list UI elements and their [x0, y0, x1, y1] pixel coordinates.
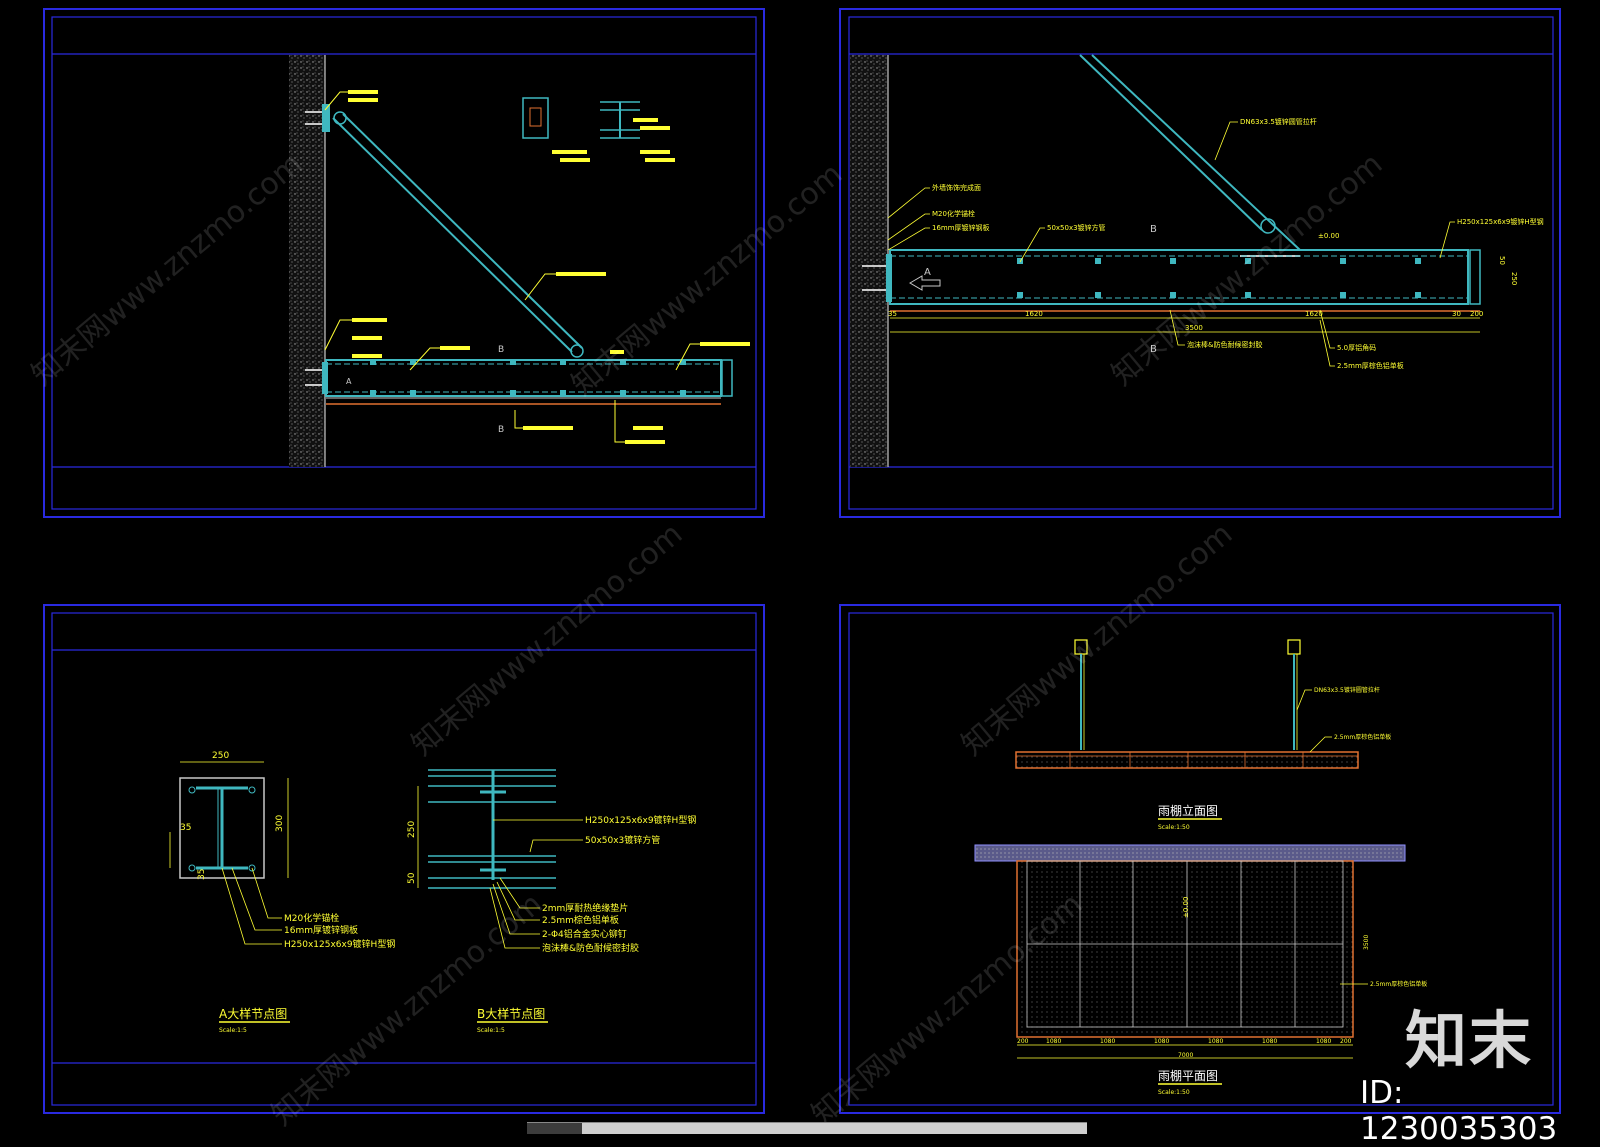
label-steel-plate: 16mm厚镀锌钢板: [932, 223, 990, 232]
frame-panel-d-outer: [839, 604, 1561, 1114]
plan-dim-7: 1080: [1316, 1038, 1331, 1045]
panel-b-section: 1620 1620 3500 30 200 50 250 35 A B B ±0…: [850, 54, 1544, 467]
detail-a-dim-35-side: 35: [180, 823, 191, 833]
dim-250: 250: [1510, 272, 1518, 285]
dim-3500: 3500: [1185, 324, 1203, 332]
label-wall-finish: 外墙饰饰完成面: [932, 183, 981, 192]
brand-logo: 知末: [1405, 1004, 1534, 1077]
panel-c-details: 250 300 35 35 M20化学锚栓 16mm厚镀锌钢板 H250x125…: [169, 751, 696, 1034]
panel-b-level-mark: ±0.00: [1318, 232, 1339, 240]
dim-200: 200: [1470, 310, 1483, 318]
plan-dim-3: 1080: [1100, 1038, 1115, 1045]
dim-50: 50: [1498, 256, 1506, 265]
panel-b-section-mark-top: B: [1150, 224, 1157, 235]
bottom-scrollbar[interactable]: [527, 1122, 1087, 1134]
plan-level-mark: ±0.00: [1182, 897, 1190, 918]
plan-label-panel: 2.5mm厚棕色铝单板: [1370, 980, 1427, 988]
panel-a-section: B B A: [289, 55, 750, 467]
canopy-plan: ±0.00 200 1080 1080 1080 1080 1080 1080 …: [974, 844, 1427, 1096]
panel-d-canopy: DN63x3.5镀锌圆管拉杆 2.5mm厚棕色铝单板 雨棚立面图 Scale:1…: [974, 639, 1427, 1096]
canopy-elevation: DN63x3.5镀锌圆管拉杆 2.5mm厚棕色铝单板 雨棚立面图 Scale:1…: [1015, 639, 1391, 831]
detail-a-dim-250: 250: [212, 751, 229, 761]
plan-dim-8: 200: [1340, 1038, 1352, 1045]
frame-panel-a-outer: [43, 8, 765, 518]
frame-panel-c-inner: [51, 612, 757, 1106]
detail-a-dim-300: 300: [275, 815, 285, 832]
detail-b-title: B大样节点图: [477, 1006, 545, 1021]
plan-title: 雨棚平面图: [1158, 1068, 1218, 1083]
plan-dim-depth: 3500: [1363, 935, 1370, 950]
label-sealant: 泡沫棒&防色耐候密封胶: [1187, 340, 1262, 349]
frame-panel-a-inner: [51, 16, 757, 510]
frame-panel-d-inner: [848, 612, 1554, 1106]
label-h-beam: H250x125x6x9镀锌H型钢: [1457, 217, 1544, 226]
detail-b-dim-50: 50: [407, 872, 417, 884]
panel-a-section-mark-bottom: B: [498, 425, 504, 435]
detail-b: 250 50 H250x125x6x9镀锌H型钢 50x50x3镀锌方管 2mm…: [407, 769, 696, 1034]
detail-b-label-rivet: 2-Φ4铝合金实心铆钉: [542, 928, 627, 940]
dim-1620-right: 1620: [1305, 310, 1323, 318]
detail-b-label-insulation: 2mm厚耐热绝缘垫片: [542, 902, 628, 914]
panel-b-arrow-label: A: [924, 267, 931, 278]
wall-hatch: [289, 55, 325, 467]
elevation-label-tie-rod: DN63x3.5镀锌圆管拉杆: [1314, 686, 1380, 694]
detail-b-label-square-tube: 50x50x3镀锌方管: [585, 834, 660, 846]
elevation-scale: Scale:1:50: [1158, 824, 1190, 831]
panel-a-arrow-label: A: [346, 377, 352, 386]
label-anchor-bolt: M20化学锚栓: [932, 209, 975, 218]
scrollbar-thumb[interactable]: [527, 1123, 582, 1134]
plan-dim-5: 1080: [1208, 1038, 1223, 1045]
plan-dim-4: 1080: [1154, 1038, 1169, 1045]
image-id-label: ID: 1230035303: [1360, 1075, 1558, 1147]
detail-a-label-anchor: M20化学锚栓: [284, 912, 339, 924]
panel-b-section-mark-bottom: B: [1150, 344, 1157, 355]
elevation-title: 雨棚立面图: [1158, 803, 1218, 818]
dim-35: 35: [888, 310, 897, 318]
label-aluminum-panel: 2.5mm厚棕色铝单板: [1337, 361, 1404, 370]
panel-frames: [43, 8, 1561, 1114]
plan-dim-1: 200: [1017, 1038, 1029, 1045]
label-tie-rod: DN63x3.5镀锌圆管拉杆: [1240, 117, 1317, 126]
detail-b-label-h-beam: H250x125x6x9镀锌H型钢: [585, 814, 696, 826]
plan-dim-2: 1080: [1046, 1038, 1061, 1045]
detail-b-label-aluminum: 2.5mm棕色铝单板: [542, 914, 619, 926]
plan-dim-6: 1080: [1262, 1038, 1277, 1045]
wall-hatch-b: [850, 55, 888, 467]
frame-panel-c-outer: [43, 604, 765, 1114]
detail-b-scale: Scale:1:5: [477, 1027, 505, 1034]
detail-a-label-plate: 16mm厚镀锌钢板: [284, 924, 358, 936]
detail-b-label-sealant: 泡沫棒&防色耐候密封胶: [542, 942, 639, 954]
detail-a-scale: Scale:1:5: [219, 1027, 247, 1034]
detail-a-dim-35-bottom: 35: [197, 869, 207, 880]
detail-a-label-h-beam: H250x125x6x9镀锌H型钢: [284, 938, 395, 950]
detail-a: 250 300 35 35 M20化学锚栓 16mm厚镀锌钢板 H250x125…: [169, 751, 395, 1034]
label-square-tube: 50x50x3镀锌方管: [1047, 223, 1106, 232]
panel-a-section-mark-top: B: [498, 345, 504, 355]
detail-a-title: A大样节点图: [219, 1006, 287, 1021]
plan-scale: Scale:1:50: [1158, 1089, 1190, 1096]
label-angle-bracket: 5.0厚铝角码: [1337, 343, 1376, 352]
dim-1620-left: 1620: [1025, 310, 1043, 318]
frame-panel-b-inner: [848, 16, 1554, 510]
dim-30: 30: [1452, 310, 1461, 318]
plan-dim-total: 7000: [1178, 1052, 1193, 1059]
elevation-label-panel: 2.5mm厚棕色铝单板: [1334, 733, 1391, 741]
detail-b-dim-250: 250: [407, 821, 417, 838]
frame-panel-b-outer: [839, 8, 1561, 518]
